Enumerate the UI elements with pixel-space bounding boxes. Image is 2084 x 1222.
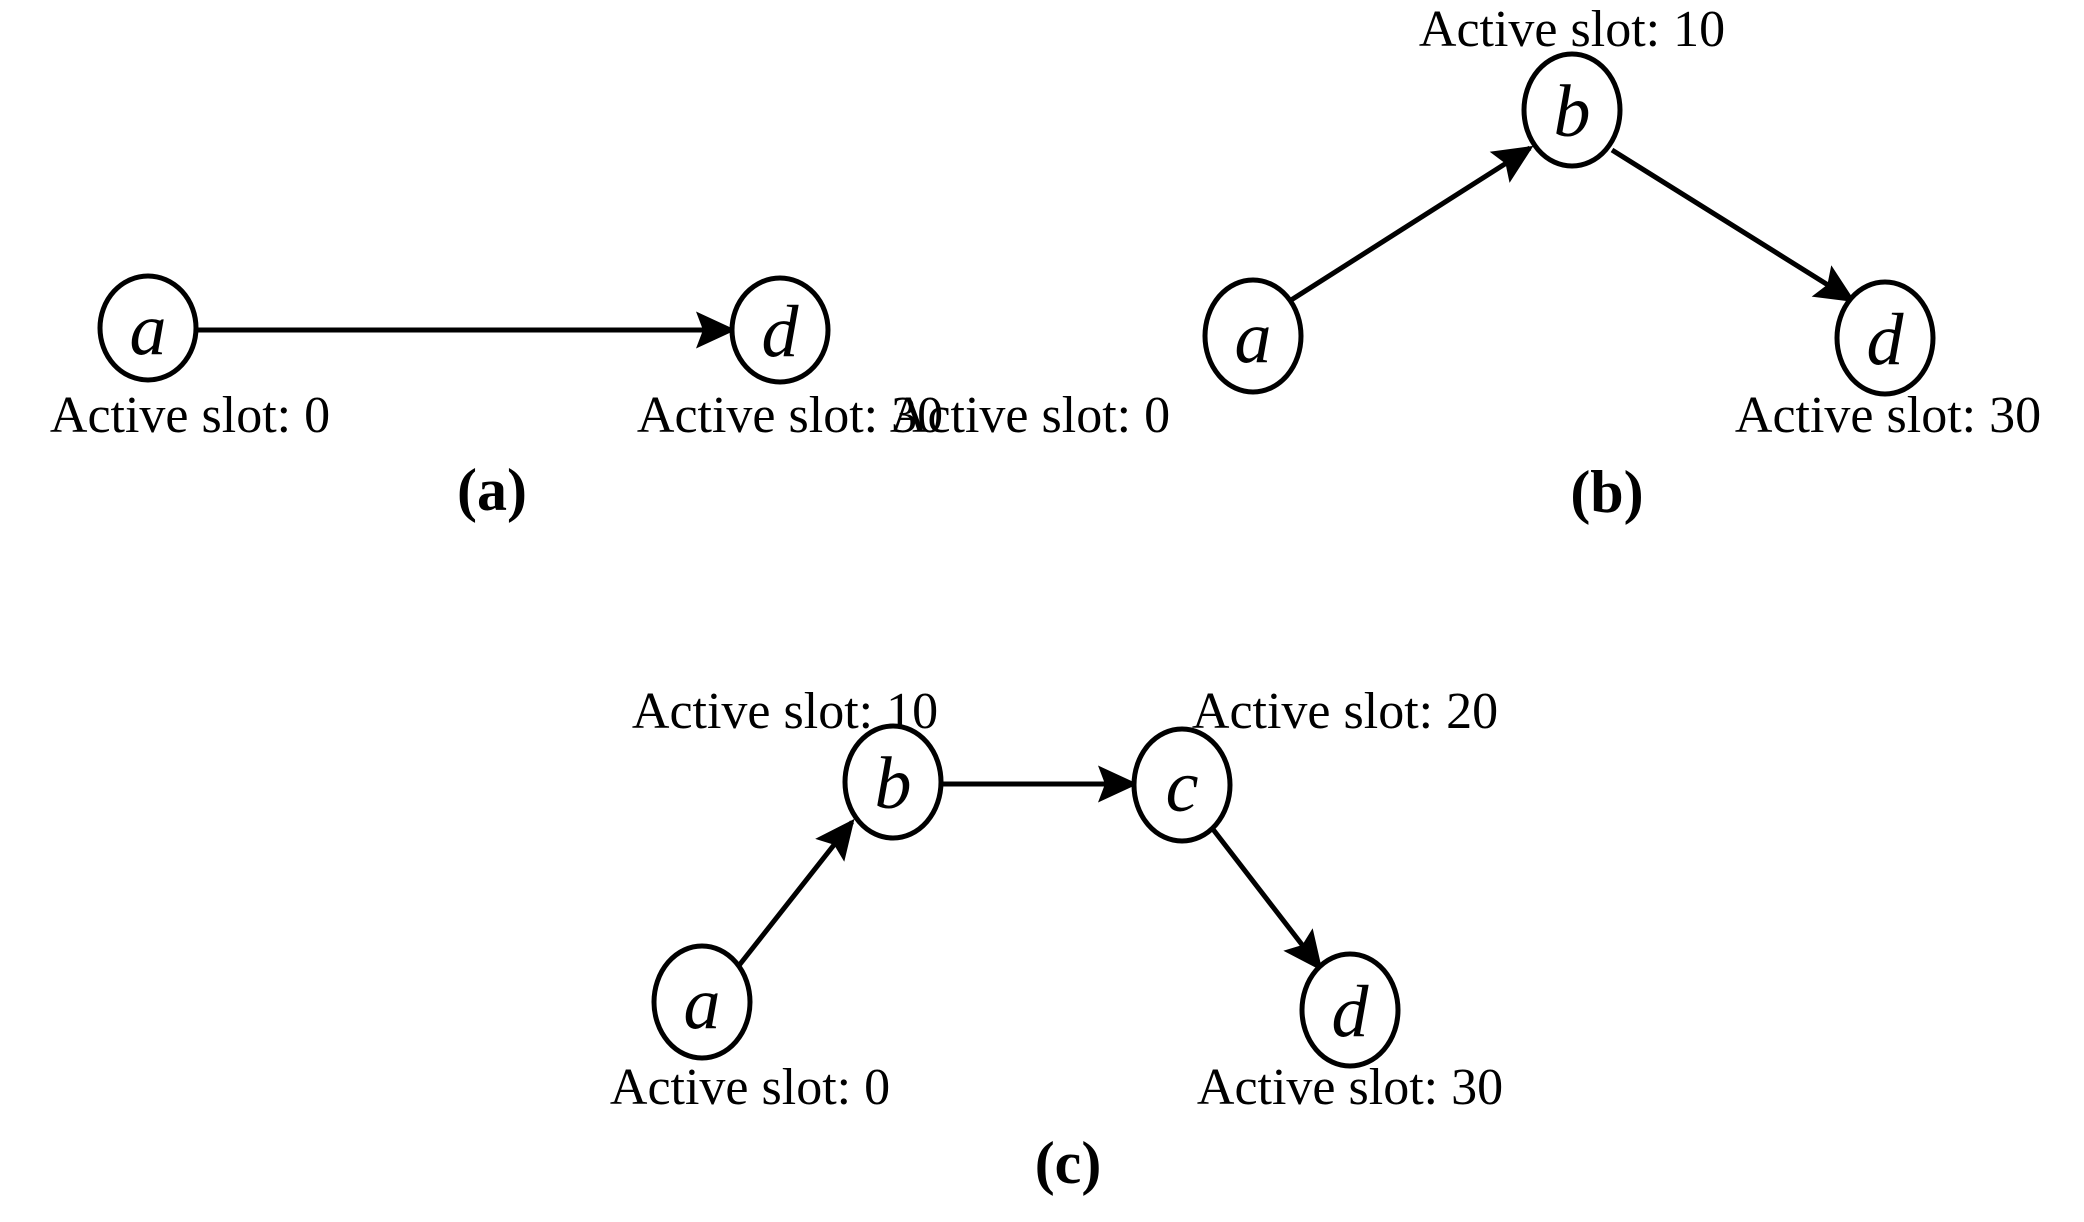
node-label-a: a	[1234, 297, 1272, 379]
node-c[interactable]	[1131, 726, 1233, 844]
caption-panel-b: (b)	[1570, 459, 1644, 525]
edge-a-to-b	[1286, 145, 1534, 305]
active-slot-label-d: Active slot: 30	[1734, 387, 2042, 444]
active-slot-label-b: Active slot: 10	[631, 683, 939, 740]
node-d[interactable]	[1299, 951, 1401, 1069]
active-slot-label-b: Active slot: 10	[1418, 1, 1726, 58]
active-slot-label-c: Active slot: 20	[1191, 683, 1499, 740]
node-b[interactable]	[842, 723, 944, 841]
node-d[interactable]	[1834, 279, 1936, 397]
node-a[interactable]	[651, 943, 753, 1061]
panel-a-graph	[97, 273, 831, 385]
node-a[interactable]	[1202, 277, 1304, 395]
node-label-d: d	[1866, 299, 1904, 381]
edge-b-to-d	[1610, 147, 1856, 303]
node-label-a: a	[683, 963, 721, 1045]
active-slot-label-a: Active slot: 0	[49, 387, 331, 444]
node-label-d: d	[761, 291, 799, 373]
node-label-b: b	[874, 743, 912, 825]
node-label-a: a	[129, 289, 167, 371]
node-d[interactable]	[729, 275, 831, 385]
active-slot-label-a: Active slot: 0	[889, 387, 1171, 444]
active-slot-label-d: Active slot: 30	[1196, 1059, 1504, 1116]
edge-a-to-b	[735, 818, 855, 970]
caption-panel-a: (a)	[457, 457, 527, 523]
node-label-c: c	[1165, 746, 1199, 828]
node-b[interactable]	[1521, 51, 1623, 169]
node-a[interactable]	[97, 273, 199, 383]
active-slot-label-d: Active slot: 30	[636, 387, 944, 444]
panel-c-graph	[651, 723, 1401, 1069]
panel-b-graph	[1202, 51, 1936, 397]
active-slot-label-a: Active slot: 0	[609, 1059, 891, 1116]
edge-c-to-d	[1210, 826, 1323, 972]
node-label-b: b	[1553, 71, 1591, 153]
caption-panel-c: (c)	[1034, 1130, 1102, 1196]
node-label-d: d	[1331, 971, 1369, 1053]
